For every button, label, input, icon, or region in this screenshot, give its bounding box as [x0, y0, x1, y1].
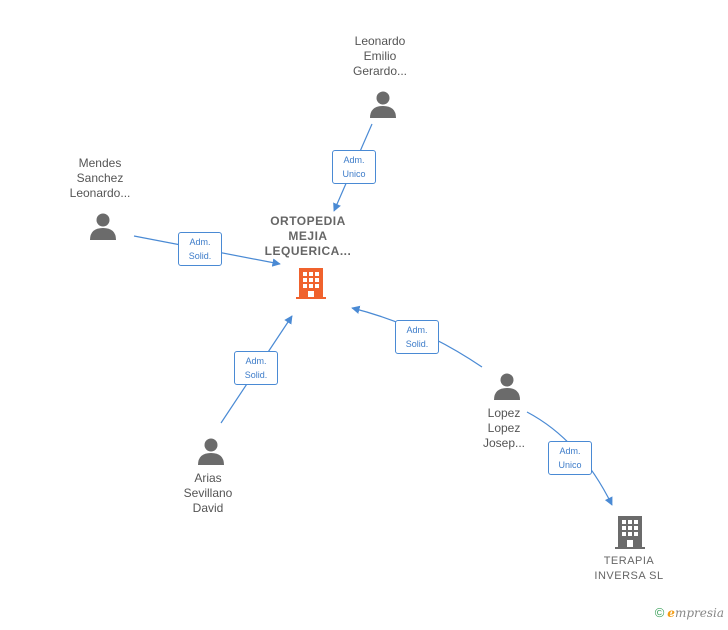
- edge-label-line: Adm.: [406, 325, 428, 335]
- node-label-line: ORTOPEDIA: [270, 214, 346, 228]
- edge-label-line: Adm.: [245, 356, 267, 366]
- copyright-icon: ©: [654, 605, 665, 620]
- node-label-line: TERAPIA: [603, 555, 655, 567]
- edge-label-line: Unico: [342, 169, 366, 179]
- building-icon[interactable]: [295, 266, 327, 300]
- node-label-line: Emilio: [363, 49, 397, 63]
- node-label-line: Lopez: [487, 421, 521, 435]
- building-icon[interactable]: [614, 514, 646, 550]
- node-label-lopez[interactable]: Lopez Lopez Josep...: [444, 406, 564, 451]
- brand-logo-initial: e: [667, 606, 675, 620]
- node-label-terapia[interactable]: TERAPIA INVERSA SL: [569, 554, 689, 584]
- node-label-line: Arias: [194, 471, 222, 485]
- node-label-arias[interactable]: Arias Sevillano David: [148, 471, 268, 516]
- node-label-line: Leonardo...: [69, 186, 131, 200]
- edge-label-line: Solid.: [405, 339, 429, 349]
- brand-logo-text: mpresia: [674, 606, 724, 620]
- footer-brand[interactable]: ©empresia: [655, 605, 724, 620]
- node-label-line: Josep...: [482, 436, 526, 450]
- edge-label-lopez-center[interactable]: Adm. Solid.: [395, 320, 439, 354]
- node-label-line: Mendes: [78, 156, 122, 170]
- node-label-line: Sevillano: [183, 486, 233, 500]
- node-label-line: MEJIA: [288, 229, 328, 243]
- edge-label-lopez-terapia[interactable]: Adm. Unico: [548, 441, 592, 475]
- edge-label-line: Adm.: [343, 155, 365, 165]
- edge-label-leonardo-center[interactable]: Adm. Unico: [332, 150, 376, 184]
- person-icon[interactable]: [368, 89, 398, 119]
- person-icon[interactable]: [196, 436, 226, 466]
- person-icon[interactable]: [492, 371, 522, 401]
- node-label-line: INVERSA SL: [594, 570, 664, 582]
- edge-label-line: Solid.: [244, 370, 268, 380]
- edge-label-line: Adm.: [559, 446, 581, 456]
- person-icon[interactable]: [88, 211, 118, 241]
- node-label-mendes[interactable]: Mendes Sanchez Leonardo...: [40, 156, 160, 201]
- edge-label-mendes-center[interactable]: Adm. Solid.: [178, 232, 222, 266]
- node-label-line: Gerardo...: [352, 64, 408, 78]
- edge-label-line: Unico: [558, 460, 582, 470]
- node-label-ortopedia[interactable]: ORTOPEDIA MEJIA LEQUERICA...: [248, 214, 368, 259]
- node-label-line: David: [192, 501, 224, 515]
- node-label-line: Leonardo: [354, 34, 406, 48]
- node-label-line: Sanchez: [76, 171, 124, 185]
- edge-label-arias-center[interactable]: Adm. Solid.: [234, 351, 278, 385]
- edge-label-line: Adm.: [189, 237, 211, 247]
- edge-label-line: Solid.: [188, 251, 212, 261]
- node-label-line: LEQUERICA...: [264, 244, 352, 258]
- node-label-line: Lopez: [487, 406, 521, 420]
- node-label-leonardo[interactable]: Leonardo Emilio Gerardo...: [320, 34, 440, 79]
